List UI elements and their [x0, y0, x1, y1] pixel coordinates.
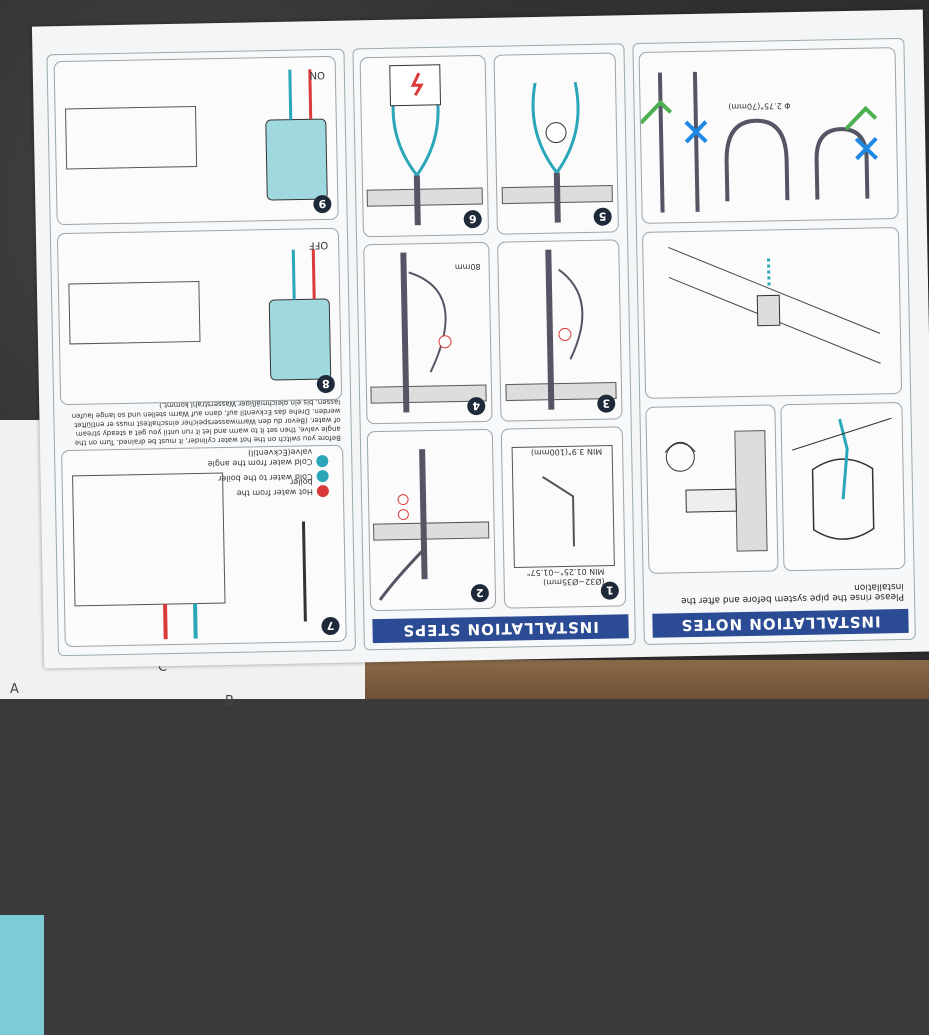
hose-bend-illustration — [639, 71, 878, 213]
step-8-illustration — [68, 249, 332, 381]
steps-column: INSTALLATION STEPS 1 MIN 3.9"(100mm) MIN… — [352, 43, 636, 651]
step-panel-4: 4 80mm — [363, 241, 493, 425]
notes-panel-hoses: Φ 2.75"(70mm) — [638, 47, 899, 224]
legend-blue-2: Cold water to the boiler — [217, 472, 313, 484]
step-panel-6: 6 — [359, 54, 490, 238]
notes-banner: INSTALLATION NOTES — [652, 608, 909, 638]
step-panel-1: 1 MIN 3.9"(100mm) MIN 01.25"~01.57" (Ø32… — [500, 426, 627, 609]
notes-panel-rinse — [780, 401, 906, 572]
warning-text: Before you switch on the hot water cylin… — [71, 397, 341, 447]
wall-valve-illustration — [668, 246, 881, 364]
step-1-illustration — [511, 445, 615, 568]
step-panel-7: 7 Hot water from the boiler Cold water t… — [61, 444, 347, 648]
min-b2-label: (Ø32~Ø35mm) — [543, 576, 605, 587]
teal-illustration — [0, 915, 44, 1035]
step-panel-5: 5 — [493, 52, 619, 235]
instruction-sheet: INSTALLATION NOTES Please rinse the pipe… — [31, 9, 929, 669]
step-3-illustration — [505, 249, 617, 410]
notes-panel-wall — [641, 227, 903, 399]
label-c: C — [158, 660, 168, 675]
step-5-illustration — [501, 81, 613, 223]
step-2-illustration — [373, 449, 490, 601]
notes-column: INSTALLATION NOTES Please rinse the pipe… — [632, 37, 916, 645]
step-9-illustration — [64, 69, 328, 201]
step-7-illustration — [72, 455, 329, 640]
valve-illustration — [664, 430, 768, 552]
min-a-label: MIN 3.9"(100mm) — [530, 446, 603, 458]
on-label: ON — [309, 68, 325, 81]
label-a: A — [10, 682, 19, 697]
rinse-note: Please rinse the pipe system before and … — [681, 580, 905, 606]
step-panel-9: 9 ON — [53, 55, 339, 226]
off-label: OFF — [308, 238, 329, 251]
notes-panel-valve — [645, 404, 779, 574]
sheet-content-rotated: INSTALLATION NOTES Please rinse the pipe… — [42, 20, 924, 657]
steps-banner: INSTALLATION STEPS — [372, 614, 629, 644]
step-panel-8: 8 OFF — [56, 227, 343, 406]
rinse-illustration — [792, 417, 892, 540]
wooden-edge — [360, 660, 929, 699]
step-4-illustration — [370, 252, 487, 413]
bend-radius-label: Φ 2.75"(70mm) — [728, 101, 791, 112]
step-panel-3: 3 — [497, 239, 623, 422]
label-b: B — [225, 694, 234, 709]
step-6-illustration — [366, 64, 483, 226]
legend-blue: Cold water from the angle valve(Eckventi… — [207, 447, 313, 469]
height-label: 80mm — [454, 262, 481, 272]
step-panel-2: 2 — [366, 428, 497, 612]
operation-column: 7 Hot water from the boiler Cold water t… — [46, 48, 356, 657]
